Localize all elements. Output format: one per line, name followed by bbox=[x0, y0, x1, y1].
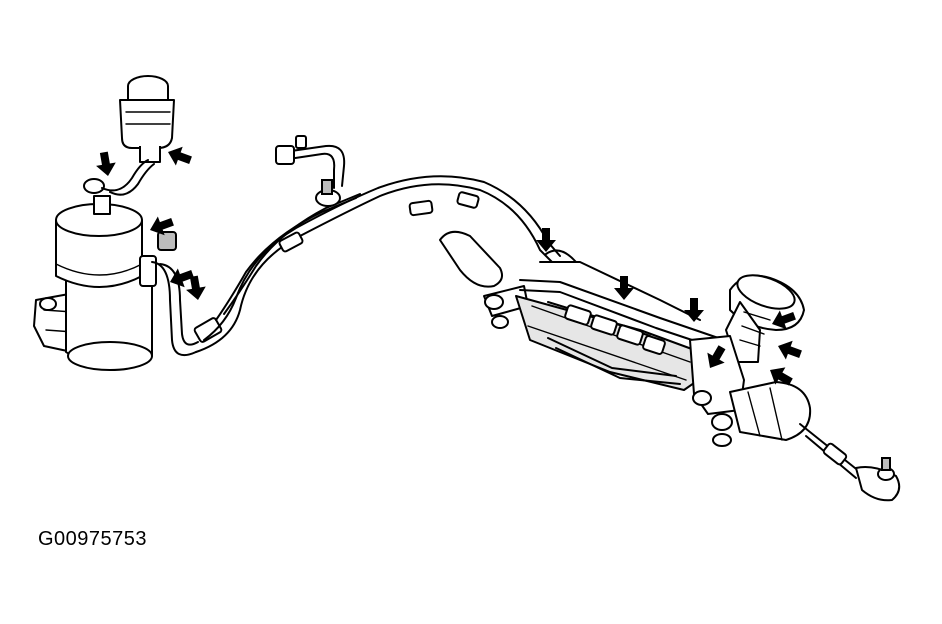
fluid-reservoir bbox=[119, 75, 175, 163]
pump-hoses bbox=[101, 159, 223, 356]
arrow-icon bbox=[707, 345, 726, 368]
arrow-icon bbox=[770, 367, 793, 386]
arrow-icon bbox=[96, 151, 116, 176]
arrow-icon bbox=[684, 298, 704, 322]
arrow-icon bbox=[170, 268, 194, 288]
arrow-icon bbox=[168, 146, 192, 166]
arrow-icon bbox=[186, 275, 206, 300]
pressure-lines bbox=[195, 135, 561, 353]
pump-motor-assembly bbox=[33, 178, 177, 371]
arrow-icon bbox=[778, 340, 802, 360]
arrow-icon bbox=[614, 276, 634, 300]
arrow-icon bbox=[536, 228, 556, 252]
callout-arrows bbox=[96, 146, 802, 386]
arrow-icon bbox=[772, 310, 796, 330]
steering-rack bbox=[439, 230, 901, 502]
figure-id-label: G00975753 bbox=[38, 528, 148, 550]
arrow-icon bbox=[150, 216, 174, 236]
